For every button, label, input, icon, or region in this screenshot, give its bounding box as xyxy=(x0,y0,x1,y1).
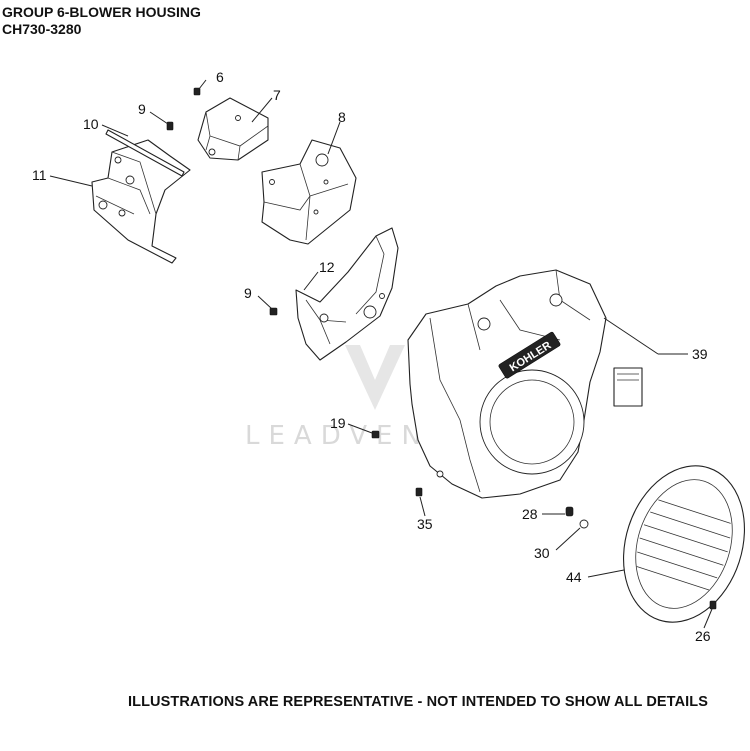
callout-7: 7 xyxy=(273,87,281,103)
callout-11: 11 xyxy=(32,167,47,183)
disclaimer-note: ILLUSTRATIONS ARE REPRESENTATIVE - NOT I… xyxy=(128,694,708,710)
diagram-header: GROUP 6-BLOWER HOUSING CH730-3280 xyxy=(2,4,201,38)
callout-9-top: 9 xyxy=(138,101,146,117)
callout-30: 30 xyxy=(534,545,550,561)
part-7-bracket xyxy=(197,97,269,161)
part-6-screw xyxy=(193,87,201,96)
callout-19: 19 xyxy=(330,415,346,431)
part-30-nut xyxy=(579,519,589,529)
part-9-screw-top xyxy=(166,121,174,131)
part-39-blower-housing: KOHLER xyxy=(407,269,607,499)
callout-9-lower: 9 xyxy=(244,285,252,301)
part-28-plug xyxy=(565,506,574,517)
part-44-grass-screen xyxy=(623,465,745,623)
callout-28: 28 xyxy=(522,506,538,522)
callout-12: 12 xyxy=(319,259,335,275)
callout-6: 6 xyxy=(216,69,224,85)
callout-44: 44 xyxy=(566,569,582,585)
part-9-screw-lower xyxy=(269,307,278,316)
part-35-screw xyxy=(415,487,423,497)
leader-lines xyxy=(49,79,713,629)
part-8-shroud-panel xyxy=(261,139,357,245)
callout-35: 35 xyxy=(417,516,433,532)
callout-26: 26 xyxy=(695,628,711,644)
part-39-decal xyxy=(613,367,643,407)
part-12-baffle xyxy=(295,227,399,361)
model-number: CH730-3280 xyxy=(2,21,82,37)
part-11-shroud xyxy=(91,139,191,264)
callout-8: 8 xyxy=(338,109,346,125)
part-10-strip xyxy=(105,129,185,177)
callout-10: 10 xyxy=(83,116,99,132)
callout-39: 39 xyxy=(692,346,708,362)
part-19-screw xyxy=(371,430,380,439)
callout-labels: 6 7 8 9 10 11 12 9 39 19 35 28 30 44 26 xyxy=(32,69,711,644)
group-title: GROUP 6-BLOWER HOUSING xyxy=(2,4,201,20)
part-26-screw xyxy=(709,600,717,610)
